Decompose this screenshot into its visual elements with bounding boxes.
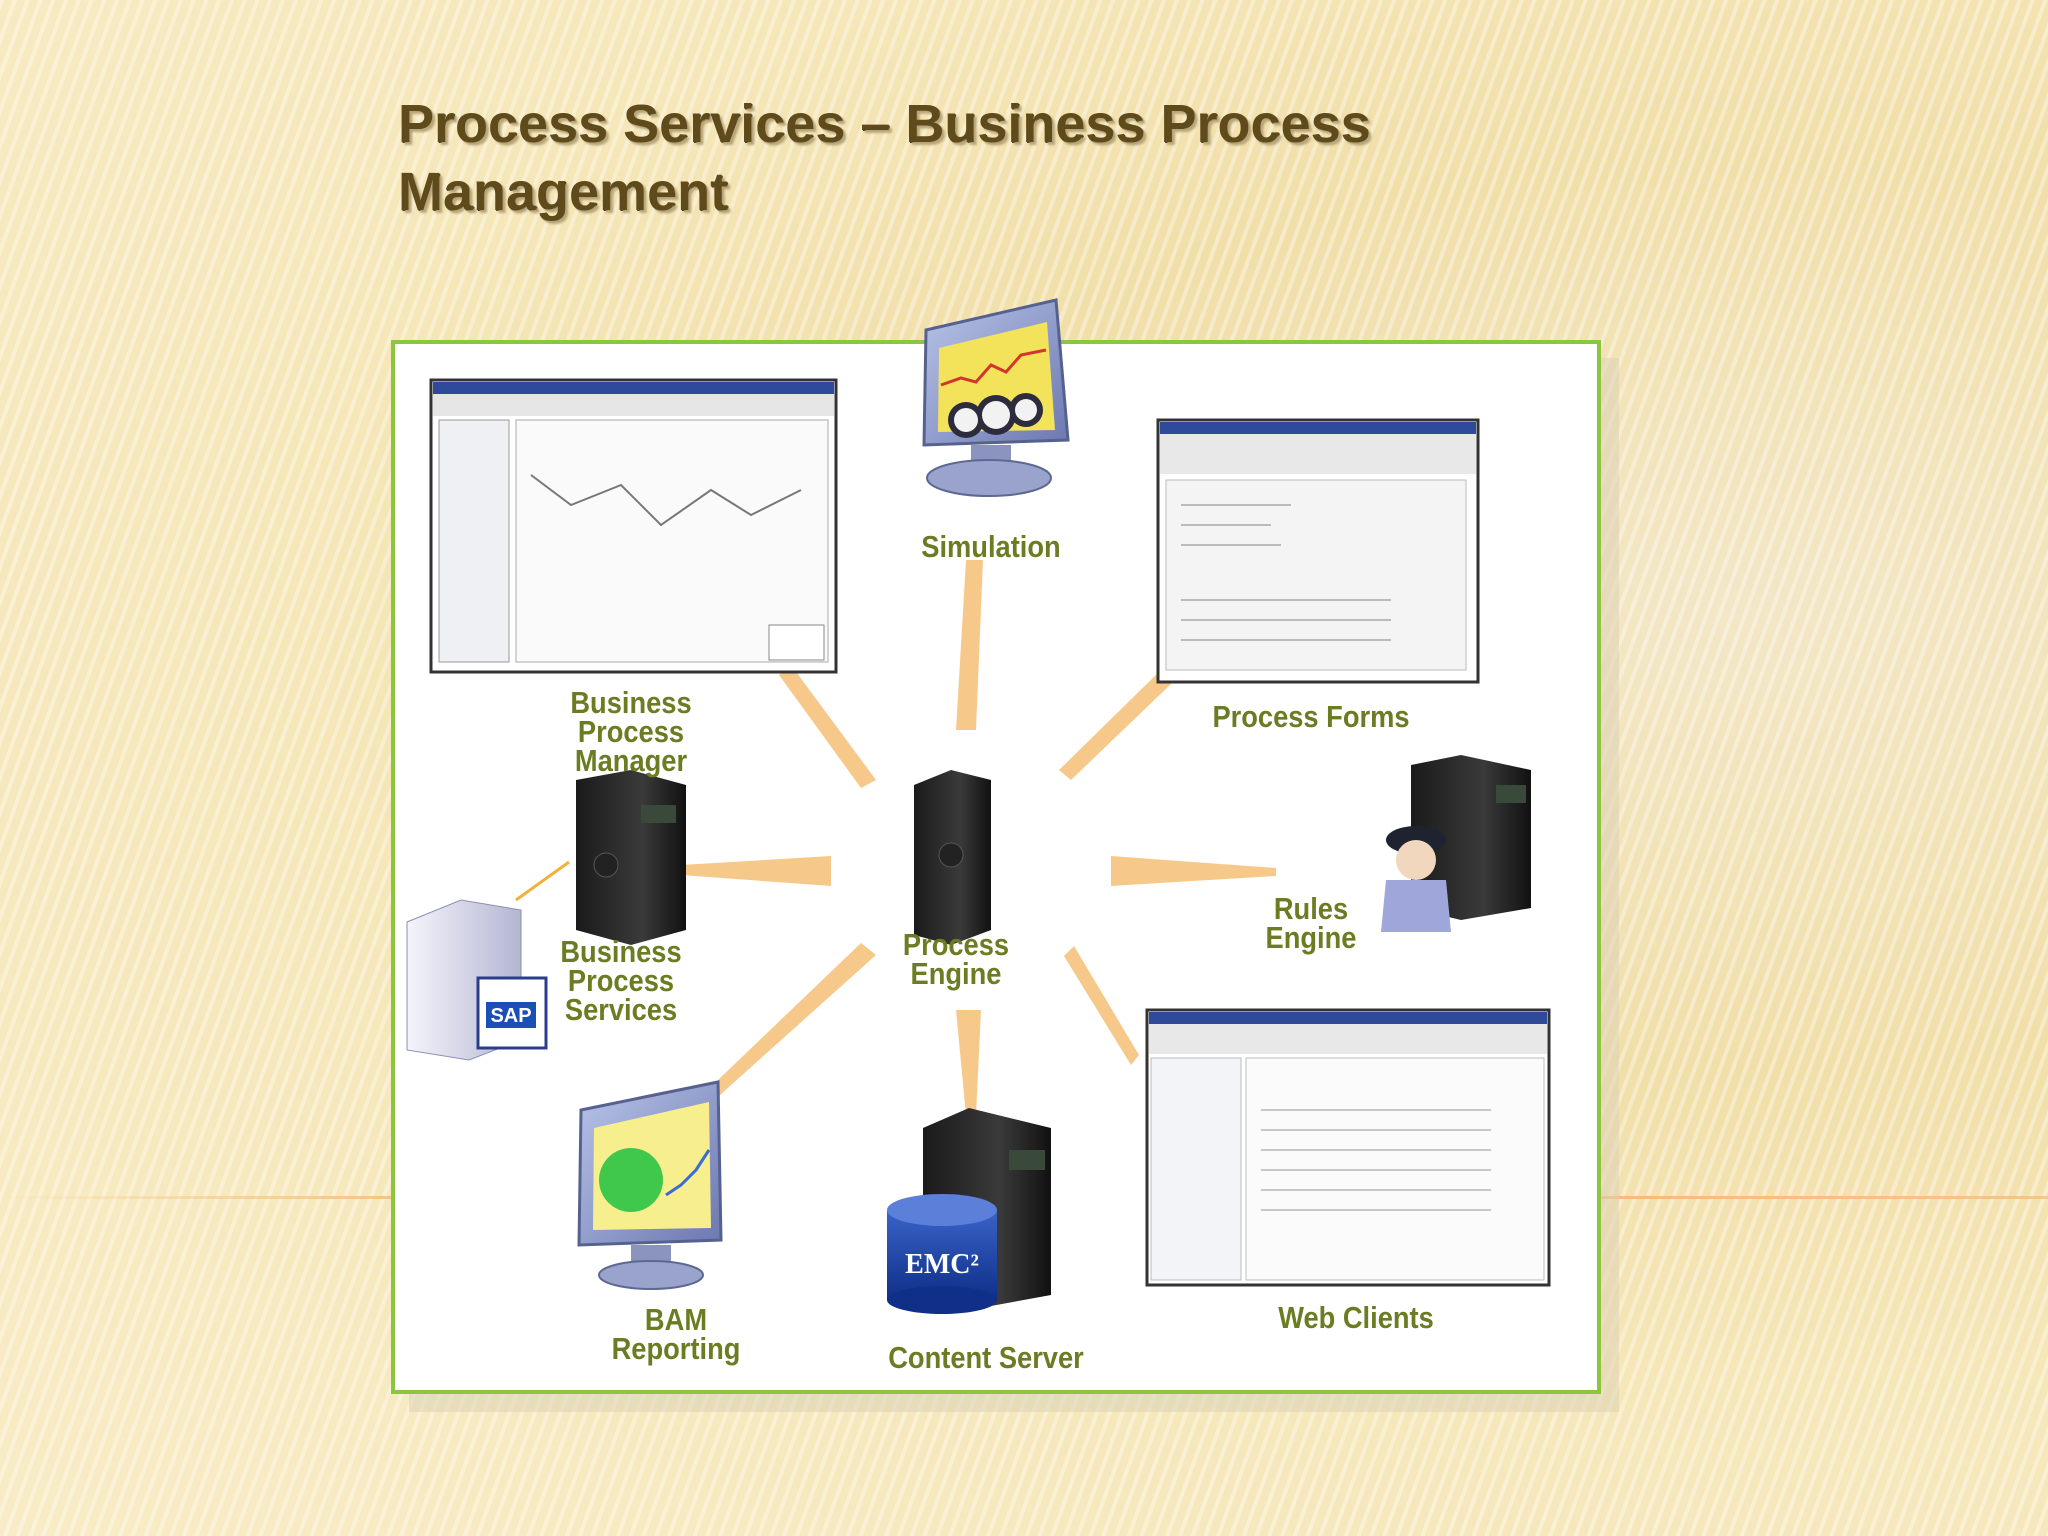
bam-monitor-icon xyxy=(577,1080,723,1290)
bpm-screenshot-icon xyxy=(429,378,838,674)
emc-storage-icon xyxy=(887,1194,997,1314)
rules-engine-server-icon xyxy=(1411,755,1531,920)
label-business-process-manager: Business Process Manager xyxy=(570,685,692,778)
architecture-diagram: SAP xyxy=(391,290,1591,1410)
label-rules-engine: Rules Engine xyxy=(1265,891,1357,955)
label-process-forms: Process Forms xyxy=(1212,699,1410,734)
sap-logo: SAP xyxy=(490,1005,531,1027)
diagram-graphics: SAP xyxy=(406,298,1551,1314)
connector-rays xyxy=(671,560,1276,1130)
process-forms-screenshot-icon xyxy=(1156,418,1480,684)
label-business-process-services: Business Process Services xyxy=(560,934,682,1027)
label-simulation: Simulation xyxy=(921,529,1061,564)
emc-logo: EMC² xyxy=(905,1249,979,1280)
security-guard-icon xyxy=(1381,826,1451,932)
label-bam-reporting: BAM Reporting xyxy=(611,1302,741,1366)
sap-link-arrow xyxy=(515,860,570,902)
web-clients-screenshot-icon xyxy=(1145,1008,1551,1287)
label-web-clients: Web Clients xyxy=(1278,1300,1434,1335)
simulation-monitor-icon xyxy=(922,298,1070,497)
process-engine-server-icon xyxy=(914,770,991,945)
label-content-server: Content Server xyxy=(888,1340,1084,1375)
sap-box-icon xyxy=(406,899,548,1061)
bps-server-icon xyxy=(576,770,686,945)
slide-title: Process Services – Business Process Mana… xyxy=(398,94,1371,222)
label-process-engine: Process Engine xyxy=(902,927,1010,991)
